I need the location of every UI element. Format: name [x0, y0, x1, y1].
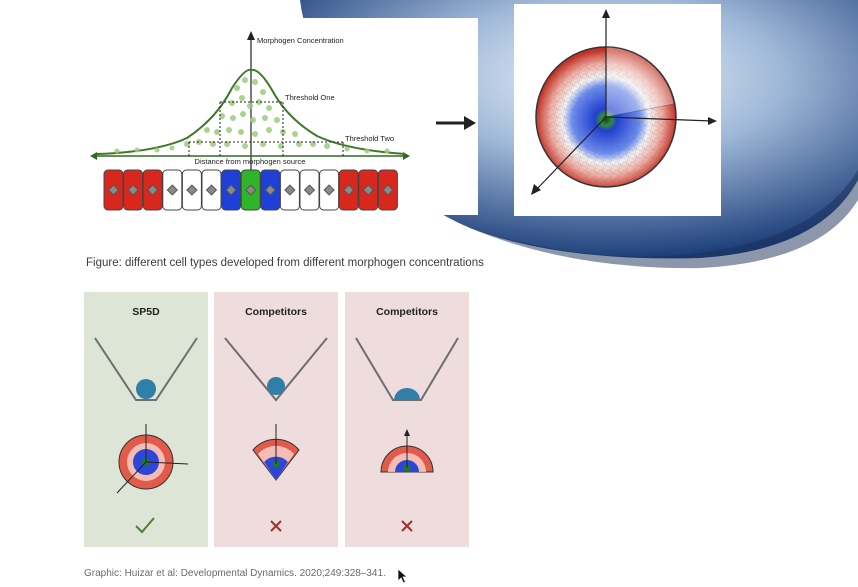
- y-axis-label: Morphogen Concentration: [257, 36, 344, 45]
- cell-nucleus: [303, 184, 316, 196]
- mouse-cursor-icon: [397, 568, 408, 584]
- cell-nucleus: [225, 184, 237, 196]
- ball-shape: [394, 388, 420, 400]
- cell-nucleus: [127, 184, 139, 196]
- cell-nucleus: [343, 184, 355, 196]
- figure-caption: Figure: different cell types developed f…: [86, 257, 484, 269]
- ball-shape: [136, 379, 156, 399]
- check-icon: [135, 517, 155, 534]
- sphere-small-icon: [116, 424, 189, 494]
- cone-shape: [94, 337, 198, 401]
- cell-nucleus: [264, 184, 276, 196]
- column-title: Competitors: [245, 306, 307, 318]
- sp5d-column: SP5D: [84, 292, 208, 547]
- ball-shape: [267, 377, 285, 395]
- cell-nucleus: [245, 184, 257, 196]
- cross-icon: [270, 520, 282, 532]
- threshold-two-label: Threshold Two: [345, 134, 394, 143]
- hemisphere-icon: [380, 429, 434, 473]
- graphic-credit: Graphic: Huizar et al: Developmental Dyn…: [84, 568, 386, 579]
- cone-shape: [224, 337, 328, 402]
- column-title: Competitors: [376, 306, 438, 318]
- cell-nucleus: [323, 184, 335, 196]
- morphogen-gradient-figure: Morphogen Concentration Distance from mo…: [87, 18, 478, 215]
- right-arrow-icon: [436, 116, 476, 130]
- sphere-wedge-icon: [252, 424, 300, 481]
- cross-icon: [401, 520, 413, 532]
- x-axis-label: Distance from morphogen source: [195, 157, 306, 166]
- cell-nucleus: [362, 184, 374, 196]
- cell-nucleus: [107, 184, 120, 196]
- competitor-column-2: Competitors: [345, 292, 469, 547]
- cell-nucleus: [147, 184, 159, 196]
- cell-nucleus: [166, 184, 178, 196]
- cell-nucleus: [284, 184, 296, 196]
- column-title: SP5D: [132, 306, 160, 318]
- threshold-one-label: Threshold One: [285, 93, 335, 102]
- cell-row: [103, 169, 398, 211]
- competitor-column-1: Competitors: [214, 292, 338, 547]
- embryo-sphere-figure: [514, 4, 721, 216]
- cell-nucleus: [382, 184, 394, 196]
- cell-nucleus: [186, 184, 198, 196]
- cell-nucleus: [205, 184, 218, 196]
